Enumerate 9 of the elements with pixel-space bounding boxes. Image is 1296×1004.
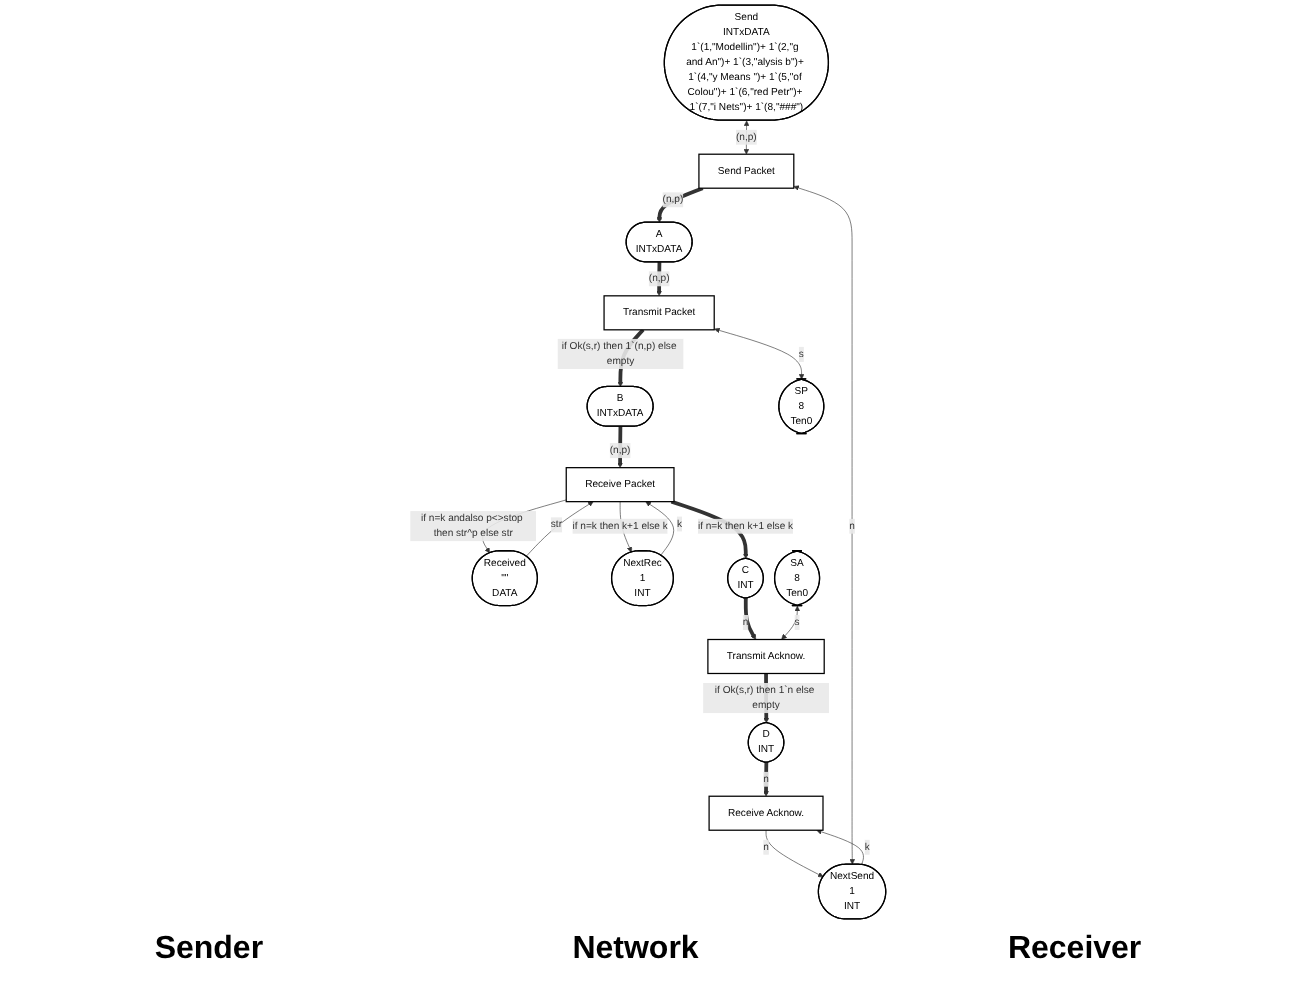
section-label: Network bbox=[572, 932, 699, 968]
arrow bbox=[743, 598, 757, 640]
arrow bbox=[763, 762, 769, 797]
arrow bbox=[670, 499, 749, 559]
arrow bbox=[656, 262, 662, 297]
section-label: Sender bbox=[154, 932, 264, 968]
arrow bbox=[617, 426, 623, 468]
arrow bbox=[656, 186, 704, 223]
section-label: Receiver bbox=[1007, 932, 1142, 968]
